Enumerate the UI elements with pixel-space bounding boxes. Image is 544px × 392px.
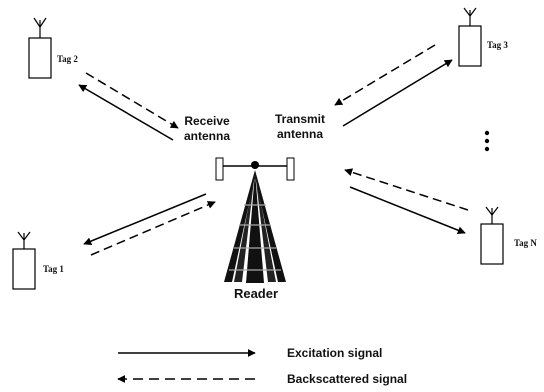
legend: Excitation signal Backscattered signal xyxy=(117,346,407,386)
tag-2: Tag 2 xyxy=(28,17,78,79)
tag-3: Tag 3 xyxy=(458,7,508,67)
tag-2-body xyxy=(28,37,52,79)
reader-label: Reader xyxy=(234,286,278,301)
receive-antenna-label-line2: antenna xyxy=(184,129,230,143)
transmit-antenna-label-line2: antenna xyxy=(277,127,323,141)
receive-antenna-element xyxy=(215,157,224,181)
tag-n-label: Tag N xyxy=(514,238,537,248)
legend-backscattered-label: Backscattered signal xyxy=(287,372,407,386)
excitation-arrow-tag2 xyxy=(78,84,174,141)
backscatter-arrow-tag3 xyxy=(334,44,436,106)
tag-1-body xyxy=(12,248,36,290)
tag-1: Tag 1 xyxy=(12,231,64,290)
reader-tower-icon xyxy=(215,157,295,283)
backscatter-arrow-tag2 xyxy=(85,72,179,129)
backscatter-arrow-tag1 xyxy=(90,201,216,256)
tag-n: Tag N xyxy=(480,206,537,265)
excitation-arrow-tag1 xyxy=(83,193,207,245)
backscatter-arrow-tagn xyxy=(344,168,469,211)
legend-excitation-label: Excitation signal xyxy=(287,346,382,360)
excitation-arrow-tagn xyxy=(349,186,466,235)
excitation-arrow-tag3 xyxy=(342,59,453,127)
tag-n-body xyxy=(480,223,504,265)
transmit-antenna-element xyxy=(286,157,295,181)
tag-2-label: Tag 2 xyxy=(57,54,78,64)
transmit-antenna-label-line1: Transmit xyxy=(275,112,325,126)
tag-3-label: Tag 3 xyxy=(487,40,508,50)
vertical-dots-icon xyxy=(484,130,490,152)
tag-1-label: Tag 1 xyxy=(43,264,64,274)
receive-antenna-label-line1: Receive xyxy=(184,114,230,128)
tag-3-body xyxy=(458,25,482,67)
